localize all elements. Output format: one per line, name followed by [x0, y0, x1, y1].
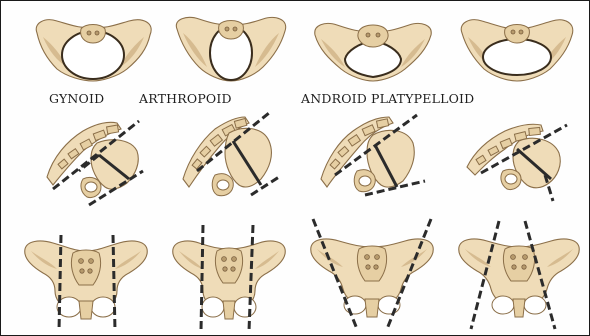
android-inlet-illustration [311, 17, 435, 83]
arthropoid-front-illustration [167, 223, 291, 333]
arthropoid-label: ARTHROPOID [139, 91, 232, 106]
platypelloid-front-illustration [453, 217, 585, 333]
android-label: ANDROID [301, 91, 367, 106]
gynoid-lateral-illustration [39, 113, 149, 211]
android-lateral-illustration [317, 109, 429, 205]
platypelloid-inlet-illustration [456, 15, 578, 83]
gynoid-front-illustration [21, 227, 151, 333]
android-front-illustration [307, 217, 437, 333]
gynoid-label: GYNOID [49, 91, 104, 106]
arthropoid-lateral-illustration [177, 111, 283, 205]
platypelloid-label: PLATYPELLOID [371, 91, 474, 106]
arthropoid-inlet-illustration [171, 13, 291, 83]
gynoid-inlet-illustration [31, 15, 156, 83]
platypelloid-lateral-illustration [461, 111, 573, 209]
